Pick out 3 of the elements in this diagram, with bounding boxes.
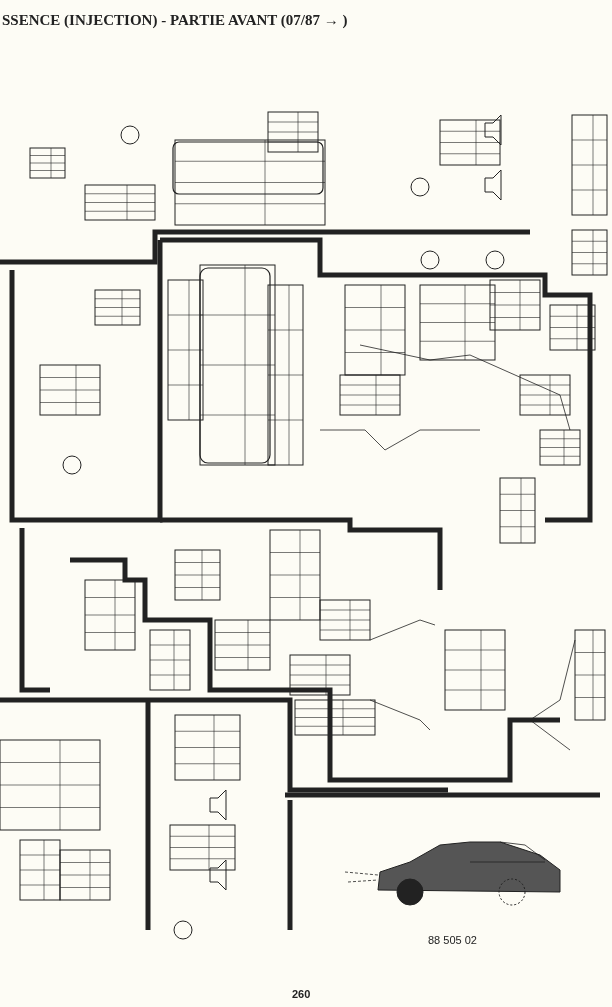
page-number: 260 [292,988,311,1000]
reference-number: 88 505 02 [428,934,477,946]
page-title: SSENCE (INJECTION) - PARTIE AVANT (07/87 → ) [2,12,348,29]
